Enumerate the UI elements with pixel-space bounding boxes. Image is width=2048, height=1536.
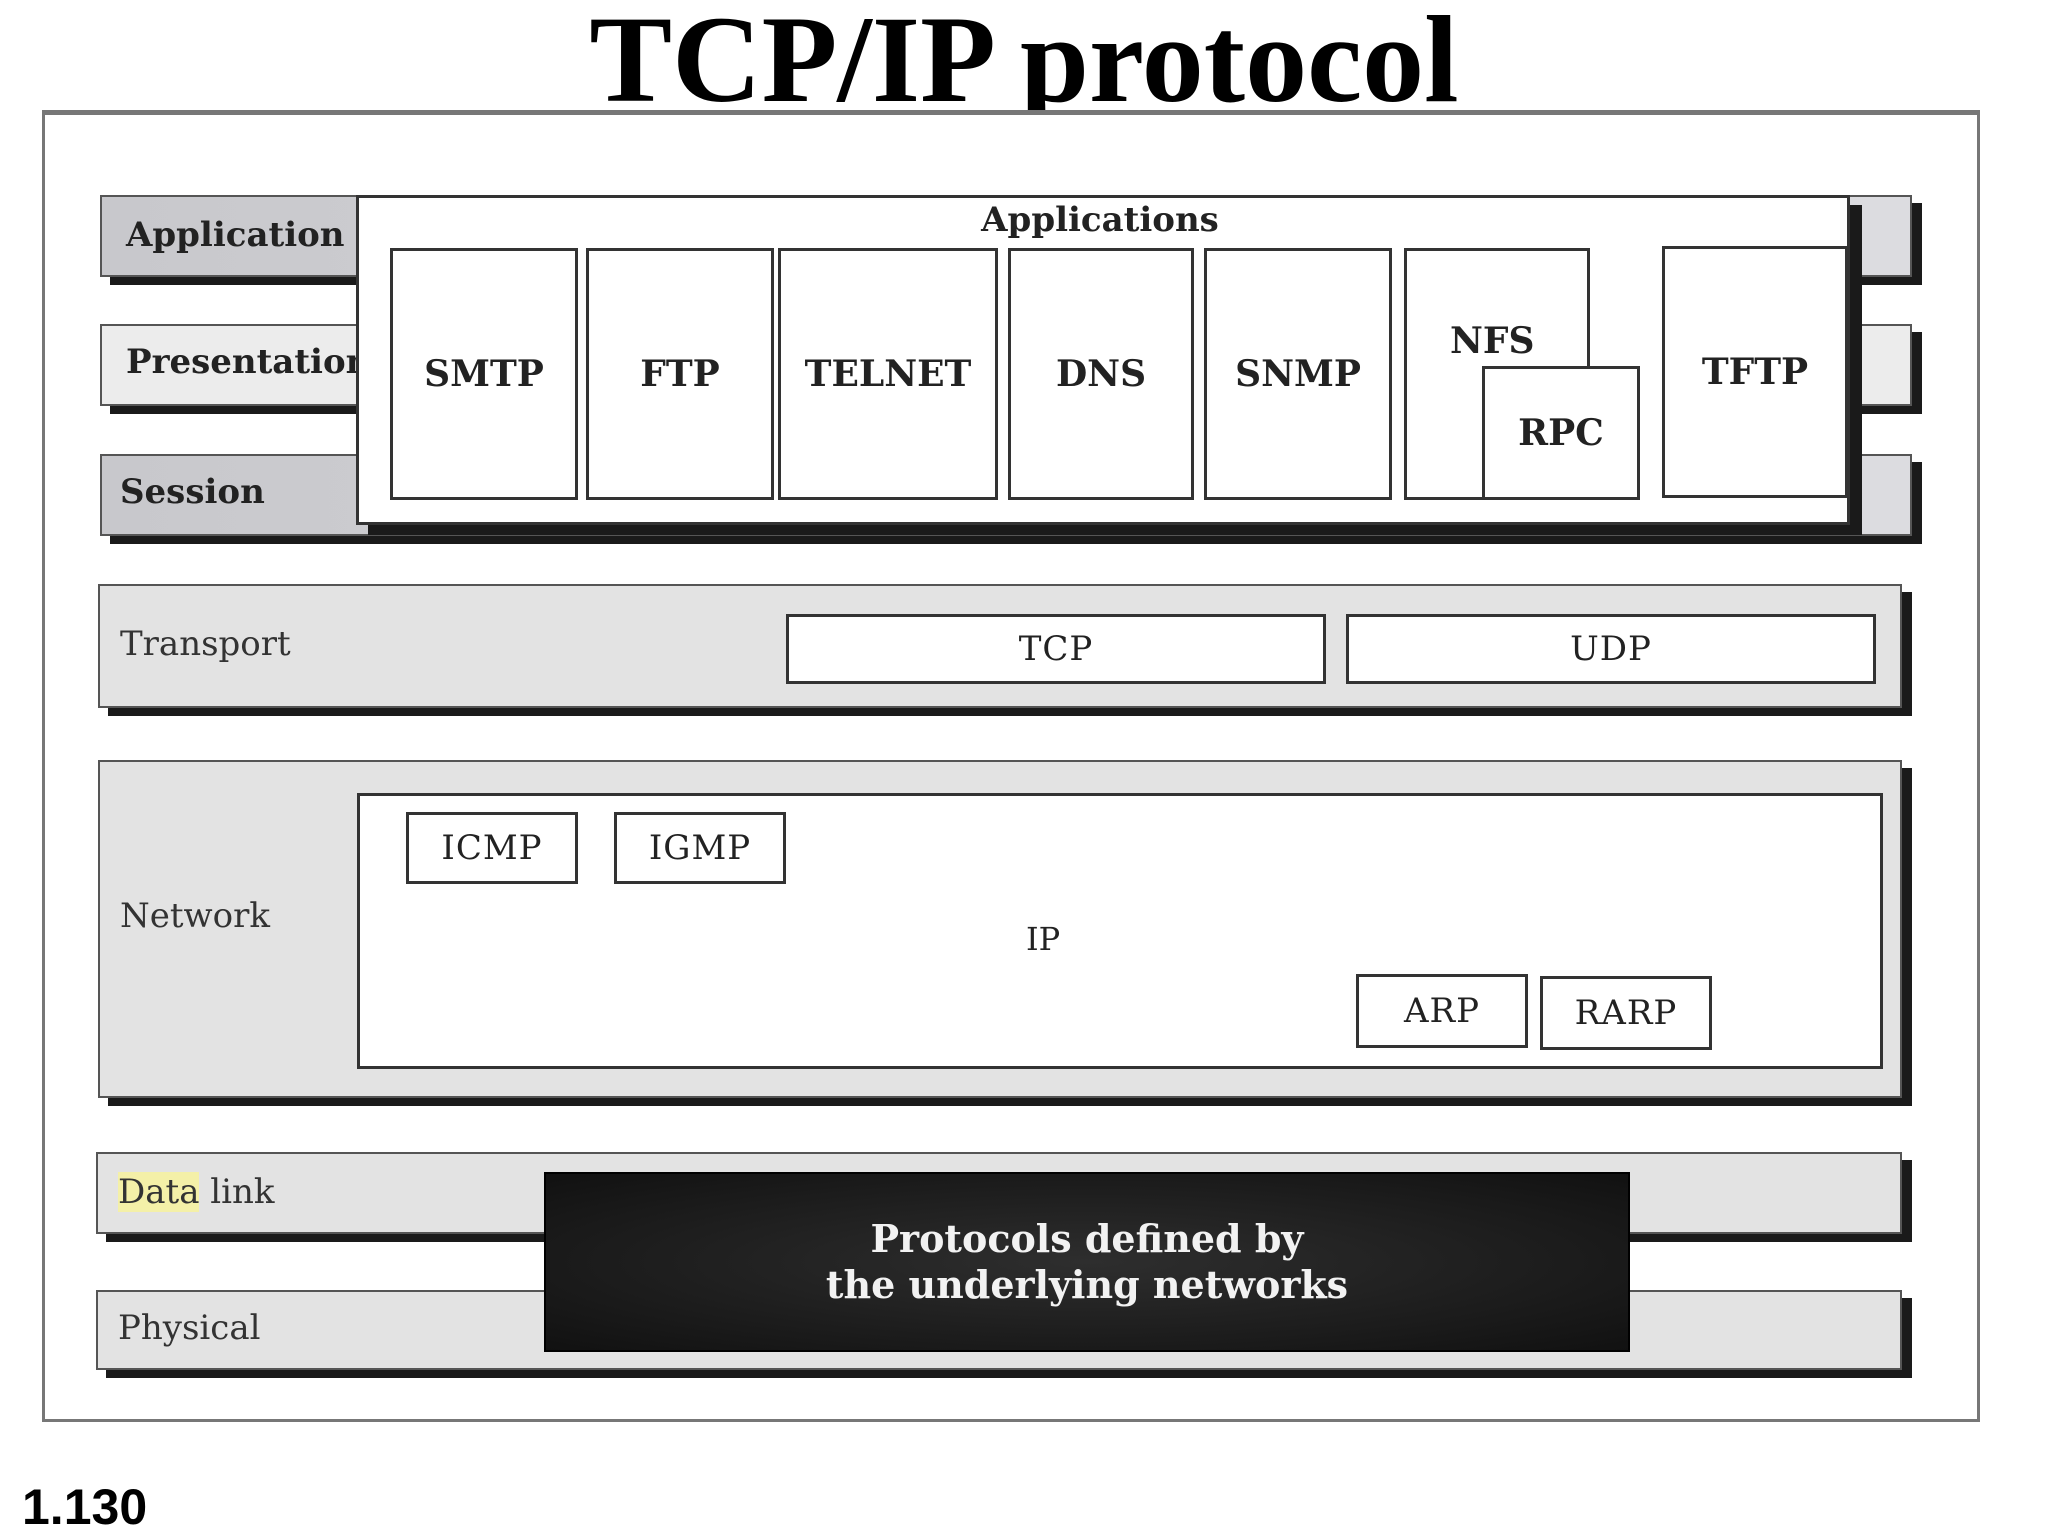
applications-heading: Applications: [981, 200, 1219, 240]
rarp-box: RARP: [1540, 976, 1712, 1050]
physical-layer-label: Physical: [118, 1308, 261, 1348]
smtp-box: SMTP: [390, 248, 578, 500]
icmp-box: ICMP: [406, 812, 578, 884]
ip-label: IP: [1026, 920, 1061, 958]
ftp-box: FTP: [586, 248, 774, 500]
underlying-line-1: Protocols defined by: [870, 1216, 1304, 1261]
page-title: TCP/IP protocol: [589, 0, 1459, 128]
telnet-box: TELNET: [778, 248, 998, 500]
data-link-layer-label: Data link: [118, 1172, 275, 1212]
arp-box: ARP: [1356, 974, 1528, 1048]
presentation-layer-label: Presentation: [126, 342, 371, 382]
udp-box: UDP: [1346, 614, 1876, 684]
dns-box: DNS: [1008, 248, 1194, 500]
snmp-box: SNMP: [1204, 248, 1392, 500]
session-layer-label: Session: [120, 472, 265, 512]
data-link-label-part2: link: [199, 1172, 275, 1212]
transport-layer-label: Transport: [120, 624, 291, 664]
underlying-line-2: the underlying networks: [825, 1262, 1349, 1307]
tftp-box: TFTP: [1662, 246, 1848, 498]
network-layer-label: Network: [120, 896, 270, 936]
rpc-box: RPC: [1482, 366, 1640, 500]
nfs-label: NFS: [1450, 320, 1535, 362]
tcp-box: TCP: [786, 614, 1326, 684]
slide-number: 1.130: [22, 1479, 148, 1535]
underlying-networks-box: Protocols defined by the underlying netw…: [544, 1172, 1630, 1352]
igmp-box: IGMP: [614, 812, 786, 884]
data-link-label-part1: Data: [118, 1172, 200, 1212]
application-layer-label: Application: [126, 215, 345, 255]
